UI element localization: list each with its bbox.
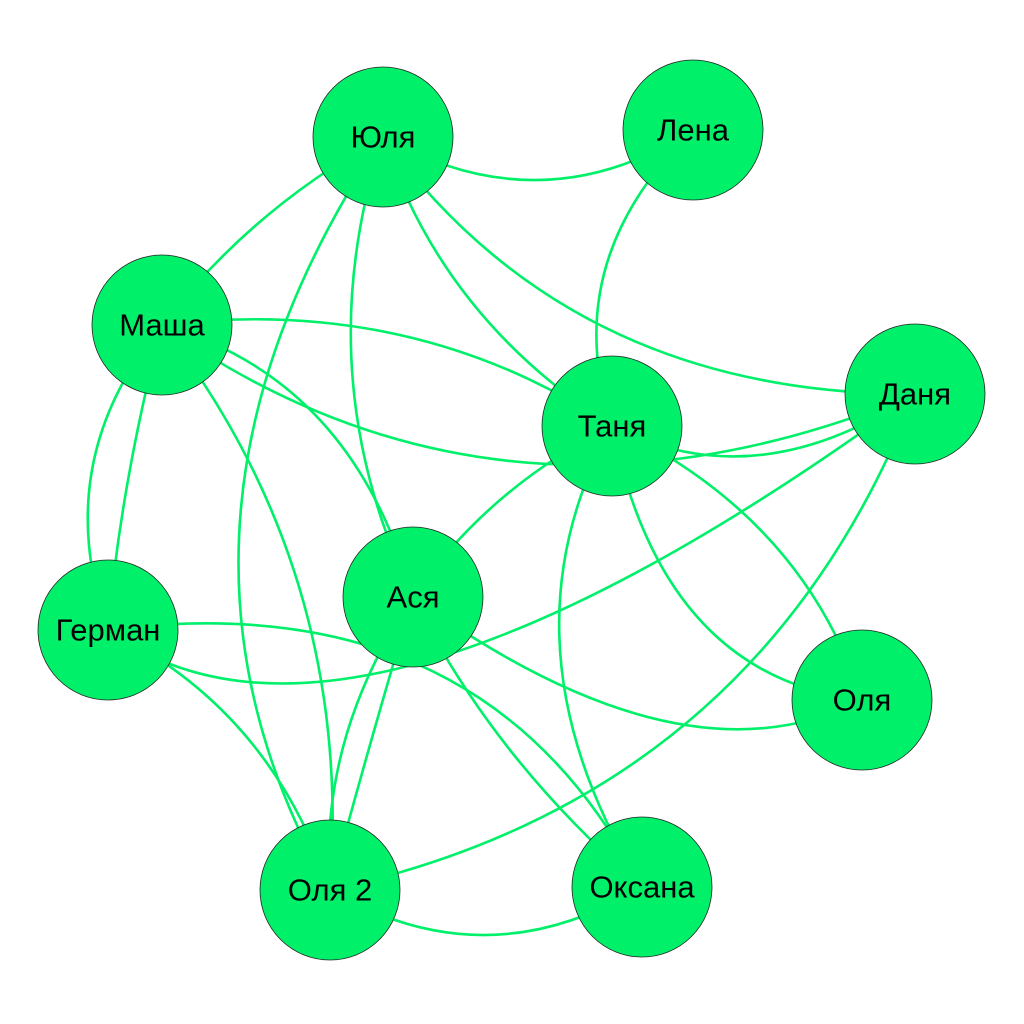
node-label: Маша bbox=[119, 308, 205, 343]
node-german[interactable]: Герман bbox=[37, 559, 179, 701]
node-tanya[interactable]: Таня bbox=[541, 355, 683, 497]
node-label: Юля bbox=[351, 120, 416, 155]
node-danya[interactable]: Даня bbox=[844, 323, 986, 465]
node-label: Оля bbox=[833, 683, 892, 718]
edge-yulya-danya bbox=[381, 136, 916, 396]
node-masha[interactable]: Маша bbox=[91, 254, 233, 396]
edge-german-danya bbox=[107, 392, 916, 685]
node-circle[interactable] bbox=[259, 819, 401, 961]
edge-masha-olya2 bbox=[160, 324, 334, 891]
node-circle[interactable] bbox=[571, 816, 713, 958]
edge-masha-danya bbox=[161, 323, 916, 467]
node-circle[interactable] bbox=[791, 629, 933, 771]
node-asya[interactable]: Ася bbox=[342, 526, 484, 668]
node-label: Оксана bbox=[589, 870, 695, 905]
node-circle[interactable] bbox=[342, 526, 484, 668]
node-label: Таня bbox=[578, 409, 647, 444]
node-yulya[interactable]: Юля bbox=[312, 66, 454, 208]
node-label: Оля 2 bbox=[288, 873, 373, 908]
node-oksana[interactable]: Оксана bbox=[571, 816, 713, 958]
node-circle[interactable] bbox=[541, 355, 683, 497]
node-olya[interactable]: Оля bbox=[791, 629, 933, 771]
node-label: Даня bbox=[879, 377, 951, 412]
node-olya2[interactable]: Оля 2 bbox=[259, 819, 401, 961]
node-circle[interactable] bbox=[622, 59, 764, 201]
node-circle[interactable] bbox=[91, 254, 233, 396]
node-label: Ася bbox=[387, 580, 440, 615]
edges-layer bbox=[86, 128, 917, 937]
node-label: Герман bbox=[56, 613, 161, 648]
node-circle[interactable] bbox=[844, 323, 986, 465]
edge-german-oksana bbox=[107, 622, 644, 888]
node-circle[interactable] bbox=[312, 66, 454, 208]
node-lena[interactable]: Лена bbox=[622, 59, 764, 201]
node-label: Лена bbox=[657, 113, 730, 148]
node-circle[interactable] bbox=[37, 559, 179, 701]
edge-danya-olya2 bbox=[329, 393, 917, 892]
